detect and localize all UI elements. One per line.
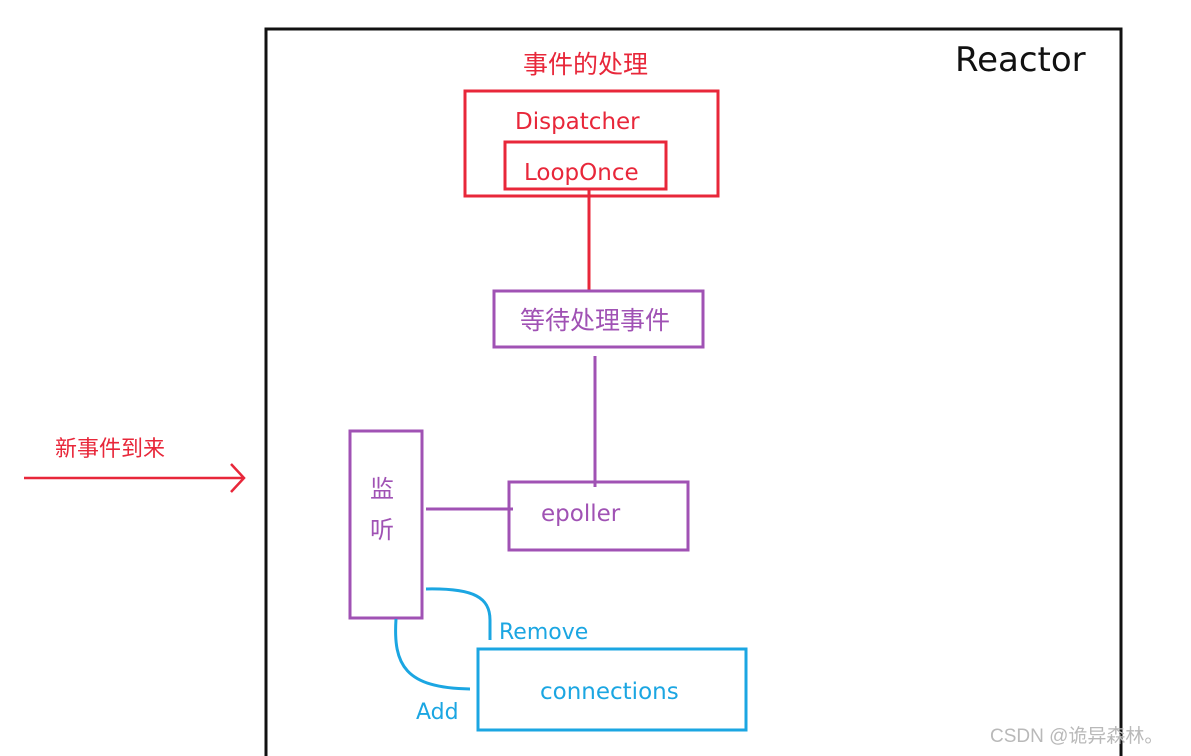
connections-label: connections xyxy=(540,679,679,705)
listen-box xyxy=(348,429,424,620)
loop-once-label: LoopOnce xyxy=(524,160,639,186)
csdn-watermark: CSDN @诡异森林。 xyxy=(990,726,1164,747)
listen-label-line1: 监 xyxy=(370,475,394,503)
dispatcher-label: Dispatcher xyxy=(515,109,640,135)
listen-label-line2: 听 xyxy=(370,516,394,544)
connections-box xyxy=(476,647,748,732)
remove-curve xyxy=(425,587,492,640)
event-handling-title: 事件的处理 xyxy=(523,50,649,79)
wait-events-label: 等待处理事件 xyxy=(520,306,671,335)
epoller-box xyxy=(507,480,690,552)
remove-label: Remove xyxy=(499,620,589,645)
new-event-arrowhead xyxy=(230,463,246,493)
reactor-frame xyxy=(264,27,1123,756)
new-event-label: 新事件到来 xyxy=(55,437,166,462)
dispatcher-box xyxy=(463,89,720,198)
loop-once-box xyxy=(503,140,668,191)
add-curve xyxy=(394,618,471,691)
wait-events-box xyxy=(492,289,705,349)
reactor-title: Reactor xyxy=(955,40,1086,80)
add-label: Add xyxy=(416,700,459,725)
epoller-label: epoller xyxy=(541,501,621,527)
